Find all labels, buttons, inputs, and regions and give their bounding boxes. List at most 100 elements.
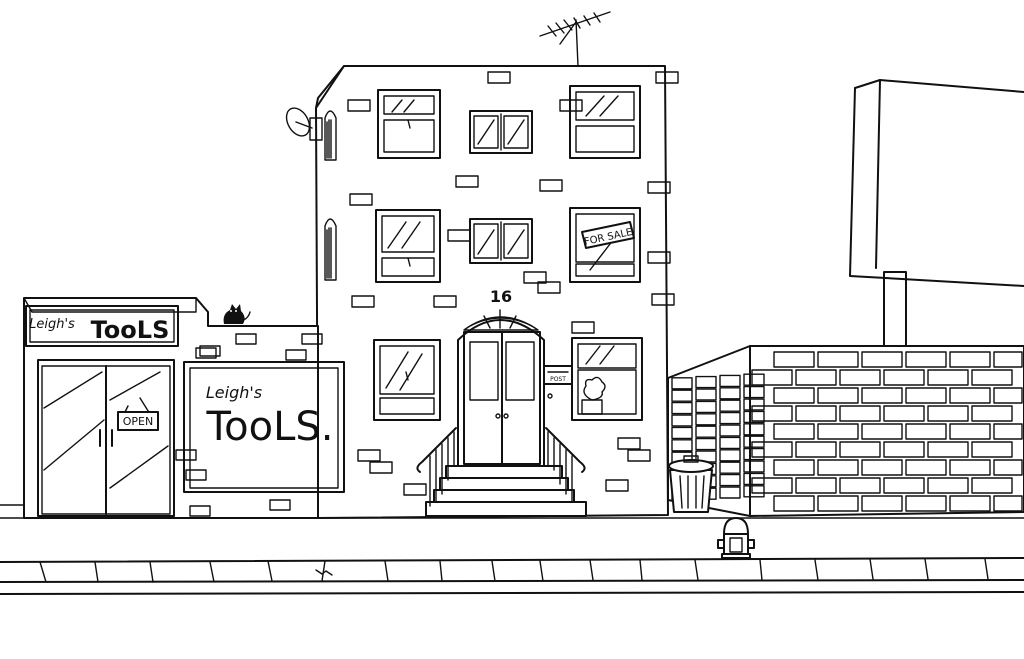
brick	[719, 449, 741, 462]
brick	[773, 387, 815, 404]
brick	[671, 414, 693, 427]
brick	[993, 495, 1023, 512]
brick	[285, 349, 307, 361]
brick	[627, 449, 651, 462]
brick	[795, 477, 837, 494]
cat-icon	[223, 304, 251, 324]
brick	[971, 405, 1013, 422]
house-number: 16	[490, 287, 512, 306]
brick	[949, 495, 991, 512]
brick	[539, 179, 563, 192]
brick	[455, 175, 479, 188]
shop-sign-script: Leigh's	[29, 317, 75, 332]
brick	[743, 447, 765, 461]
brick	[695, 437, 717, 451]
brick	[993, 387, 1023, 404]
brick	[927, 477, 969, 494]
brick	[571, 321, 595, 334]
brick	[861, 495, 903, 512]
brick	[671, 401, 693, 415]
brick	[719, 486, 741, 499]
window-plant	[571, 337, 643, 421]
brick	[773, 423, 815, 440]
brick	[647, 251, 671, 264]
brick	[671, 426, 693, 440]
brick	[817, 387, 859, 404]
brick	[861, 459, 903, 476]
brick	[655, 71, 679, 84]
brick	[971, 441, 1013, 458]
brick	[671, 377, 693, 390]
mailbox-label: POST	[550, 376, 566, 383]
brick	[817, 495, 859, 512]
brick	[743, 472, 765, 486]
brick	[189, 505, 211, 517]
brick	[817, 423, 859, 440]
brick	[523, 271, 547, 284]
brick	[695, 413, 717, 426]
shop-sign: Leigh's TooLS	[25, 305, 179, 347]
brick	[605, 479, 629, 492]
window	[373, 339, 441, 421]
brick	[971, 369, 1013, 386]
brick	[743, 398, 765, 411]
brick	[651, 293, 675, 306]
brick	[743, 373, 765, 386]
window	[377, 89, 441, 159]
brick	[795, 441, 837, 458]
brick	[905, 387, 947, 404]
satellite-dish-icon	[285, 107, 323, 141]
brick	[175, 449, 197, 461]
fire-hydrant-icon	[717, 517, 755, 559]
shop-sign-main: TooLS	[91, 316, 170, 344]
brick	[861, 387, 903, 404]
brick	[817, 351, 859, 368]
brick	[199, 345, 221, 357]
brick	[773, 495, 815, 512]
brick	[817, 459, 859, 476]
brick	[743, 410, 765, 424]
brick	[369, 461, 393, 474]
brick	[617, 437, 641, 450]
brick	[839, 405, 881, 422]
brick	[671, 389, 693, 402]
brick	[537, 281, 561, 294]
brick	[743, 385, 765, 399]
brick	[883, 405, 925, 422]
side-window	[324, 110, 337, 161]
brick	[949, 351, 991, 368]
brick	[883, 369, 925, 386]
brick	[719, 424, 741, 437]
brick	[719, 399, 741, 412]
brick	[671, 439, 693, 452]
brick	[695, 388, 717, 401]
brick	[861, 423, 903, 440]
window	[469, 110, 533, 154]
brick	[235, 333, 257, 345]
window	[569, 85, 641, 159]
brick	[949, 423, 991, 440]
potted-plant-icon	[581, 376, 606, 415]
brick	[839, 477, 881, 494]
brick	[927, 441, 969, 458]
mailbox: POST	[543, 365, 573, 399]
brick	[905, 351, 947, 368]
brick	[695, 425, 717, 438]
brick	[349, 193, 373, 206]
brick	[883, 441, 925, 458]
billboard	[849, 79, 1024, 353]
side-window	[324, 218, 337, 281]
brick	[719, 436, 741, 450]
shop-door: OPEN	[37, 359, 175, 517]
window	[375, 209, 441, 283]
brick	[839, 369, 881, 386]
brick	[647, 181, 671, 194]
brick	[719, 411, 741, 425]
brick	[927, 405, 969, 422]
brick	[751, 369, 793, 386]
shop-window-main: TooLS.	[206, 404, 334, 450]
shop-window: Leigh's TooLS.	[183, 361, 345, 493]
brick	[743, 485, 765, 498]
tv-antenna-icon	[539, 11, 611, 67]
